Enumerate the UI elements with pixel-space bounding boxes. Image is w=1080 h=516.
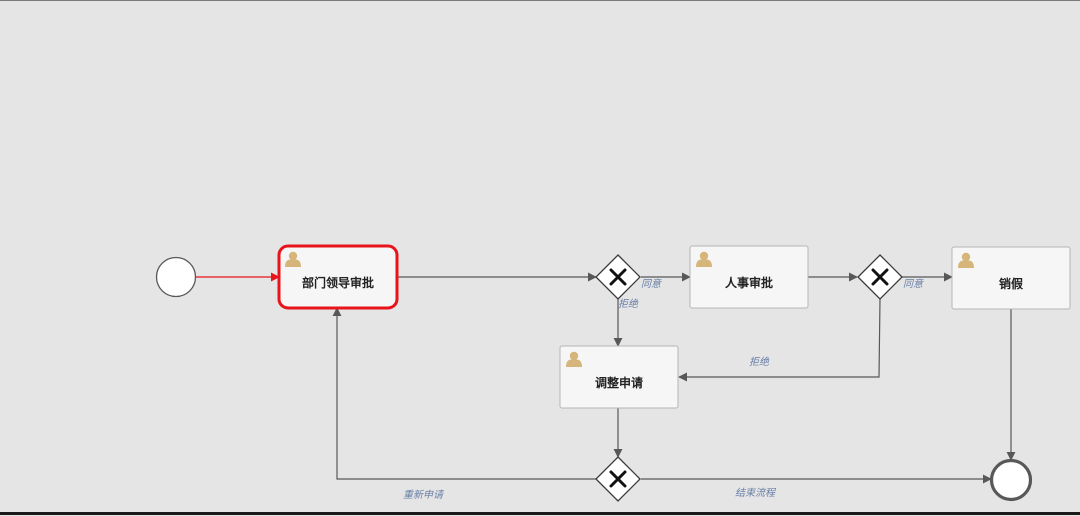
task-label: 调整申请 (595, 375, 643, 390)
task-hr-approval[interactable]: 人事审批 (689, 245, 809, 309)
flow-label-reject-1: 拒绝 (618, 298, 639, 310)
task-label: 销假 (999, 276, 1024, 291)
task-close-leave[interactable]: 销假 (951, 246, 1071, 310)
exclusive-gateway-1[interactable] (595, 254, 641, 300)
flow-label-agree-2: 同意 (903, 278, 924, 290)
start-event[interactable] (155, 256, 197, 298)
flow-gateway3-resubmit-to-dept-approval[interactable] (332, 307, 596, 480)
flow-label-agree-1: 同意 (641, 278, 662, 290)
flow-gateway2-reject-to-adjust[interactable] (678, 298, 881, 382)
task-label: 人事审批 (725, 275, 773, 290)
task-adjust-request[interactable]: 调整申请 (559, 345, 679, 409)
flow-label-end-process: 结束流程 (735, 487, 777, 499)
flow-label-reject-2: 拒绝 (749, 356, 770, 368)
flow-label-resubmit: 重新申请 (403, 489, 445, 501)
exclusive-gateway-3[interactable] (595, 456, 641, 502)
exclusive-gateway-2[interactable] (857, 254, 903, 300)
task-label: 部门领导审批 (302, 275, 374, 290)
end-event[interactable] (989, 458, 1033, 502)
x-mark-icon (871, 268, 889, 286)
x-mark-icon (609, 268, 627, 286)
task-dept-leader-approval[interactable]: 部门领导审批 (277, 244, 399, 310)
x-mark-icon (609, 470, 627, 488)
